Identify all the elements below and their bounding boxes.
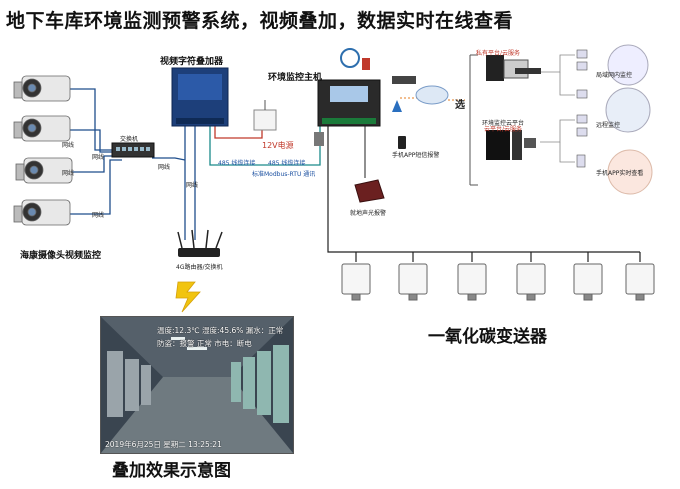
camera-group-label: 海康摄像头视频监控 bbox=[20, 251, 102, 261]
camera1-cable bbox=[70, 88, 118, 151]
network-switch bbox=[111, 142, 155, 158]
wireless-devices bbox=[392, 76, 416, 149]
camera-4 bbox=[13, 199, 71, 226]
monitoring-host bbox=[317, 79, 381, 127]
right-label-b: 远程监控 bbox=[596, 122, 621, 129]
co-sensor-6 bbox=[625, 263, 655, 301]
net-label-5: 网线 bbox=[158, 164, 171, 171]
right-label-a: 局域网内监控 bbox=[596, 72, 633, 79]
overlay-text-line1: 温度:12.3℃ 湿度:45.6% 漏水：正常 bbox=[157, 326, 284, 335]
net-label-2: 网线 bbox=[62, 170, 75, 177]
right-label-c: 手机APP实时查看 bbox=[596, 170, 644, 177]
co-sensor-label: 一氧化碳变送器 bbox=[428, 327, 547, 347]
overlay-device-label: 视频字符叠加器 bbox=[160, 57, 224, 67]
sensor-bus bbox=[327, 125, 640, 253]
cloud-server bbox=[486, 130, 536, 160]
private-server bbox=[486, 55, 541, 81]
net-label-1: 网线 bbox=[92, 154, 105, 161]
cable-coil bbox=[340, 48, 360, 68]
power-supply bbox=[253, 100, 277, 131]
lightning-icon bbox=[175, 281, 201, 313]
camera3-cable bbox=[72, 155, 118, 173]
cloud-sub-label: 云平台/云服务 bbox=[484, 126, 523, 133]
power-cable bbox=[214, 125, 263, 139]
mobile-note-label: 手机APP短信报警 bbox=[392, 152, 440, 159]
page-title: 地下车库环境监测预警系统，视频叠加，数据实时在线查看 bbox=[6, 10, 514, 32]
rs485-label-b: 485 线缆连接 bbox=[268, 160, 306, 167]
co-sensor-4 bbox=[516, 263, 546, 301]
co-sensor-1 bbox=[341, 263, 371, 301]
overlay-text-line2: 防盗：报警 正常 市电：断电 bbox=[157, 339, 252, 348]
net-label-4: 网线 bbox=[62, 142, 75, 149]
camera-2 bbox=[13, 115, 71, 142]
switch-label: 交换机 bbox=[120, 136, 139, 143]
sim-card bbox=[362, 58, 370, 70]
co-sensor-3 bbox=[457, 263, 487, 301]
camera2-cable bbox=[70, 129, 118, 153]
router-device bbox=[177, 229, 223, 257]
switch-to-overlay bbox=[152, 157, 186, 161]
modbus-label: 标准Modbus-RTU 通讯 bbox=[252, 171, 316, 178]
co-sensor-2 bbox=[398, 263, 428, 301]
sound-light-alarm bbox=[354, 179, 385, 203]
power-label: 12V电源 bbox=[262, 141, 294, 150]
host-label: 环境监控主机 bbox=[268, 73, 323, 83]
rs485-label-a: 485 线缆连接 bbox=[218, 160, 256, 167]
overlay-effect-label: 叠加效果示意图 bbox=[112, 461, 231, 481]
select-label: 选 bbox=[455, 100, 465, 111]
co-sensor-5 bbox=[573, 263, 603, 301]
camera4-cable bbox=[70, 159, 122, 215]
decor-circle-3 bbox=[607, 149, 653, 195]
overlay-text-date: 2019年6月25日 星期二 13:25:21 bbox=[105, 440, 222, 449]
server-private-label: 私有平台/云服务 bbox=[476, 50, 521, 57]
camera-1 bbox=[13, 75, 71, 102]
decor-circle-1 bbox=[605, 87, 651, 133]
antenna-device bbox=[314, 132, 324, 146]
router-label: 4G路由器/交换机 bbox=[176, 264, 223, 271]
overlay-preview-image: 温度:12.3℃ 湿度:45.6% 漏水：正常 防盗：报警 正常 市电：断电 2… bbox=[100, 316, 294, 454]
monitor-grid bbox=[576, 49, 588, 168]
alarm-label: 就地声光报警 bbox=[350, 210, 387, 217]
camera-3 bbox=[15, 157, 73, 184]
garage-photo bbox=[101, 317, 293, 453]
cloud-platform-label: 环境监控云平台 bbox=[482, 120, 525, 127]
cloud-icon bbox=[415, 85, 449, 105]
overlay-device bbox=[171, 67, 229, 127]
net-label-6: 网线 bbox=[186, 182, 199, 189]
net-label-3: 网线 bbox=[92, 212, 105, 219]
decor-circle-2 bbox=[607, 44, 649, 86]
